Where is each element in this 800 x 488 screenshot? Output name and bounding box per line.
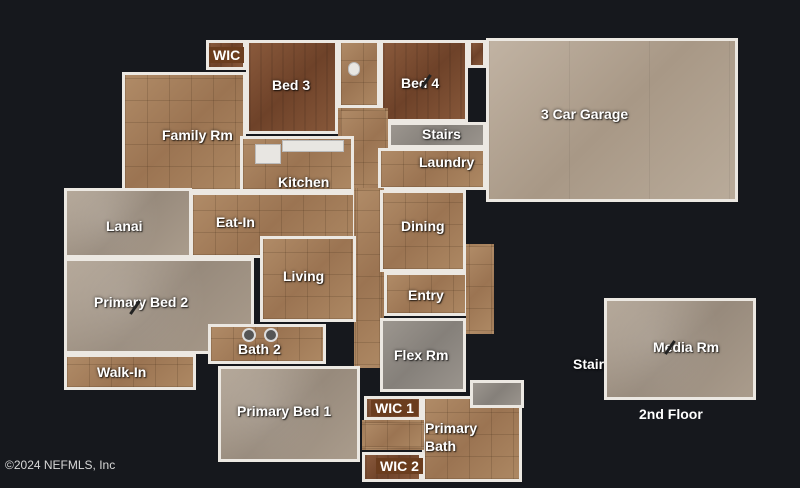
walk-in-room [64, 354, 196, 390]
wic-2-label: WIC 2 [376, 458, 423, 474]
bath-2-label: Bath 2 [238, 341, 281, 357]
second-floor-stairs-label: Stairs [573, 356, 612, 372]
wic-top-label: WIC [209, 47, 245, 63]
sink-icon [242, 328, 256, 342]
copyright-text: ©2024 NEFMLS, Inc [5, 458, 116, 472]
bed3-label: Bed 3 [272, 77, 311, 93]
bed4-label: Bed 4 [401, 75, 440, 91]
laundry-room [378, 148, 486, 190]
bed3-room [246, 40, 338, 134]
walk-in-label: Walk-In [97, 364, 147, 380]
primary-bath-label: Primary Bath [425, 420, 478, 454]
kitchen-label: Kitchen [278, 174, 330, 190]
entry-label: Entry [408, 287, 444, 303]
dining-label: Dining [401, 218, 445, 234]
bath-2-room [208, 324, 326, 364]
lanai-label: Lanai [106, 218, 143, 234]
kitchen-counter [282, 140, 344, 152]
media-rm-label: Media Rm [653, 339, 720, 355]
porch [466, 244, 494, 334]
primary-bed-2-label: Primary Bed 2 [94, 294, 189, 310]
sink-icon [264, 328, 278, 342]
laundry-label: Laundry [419, 154, 475, 170]
garage-room [486, 38, 738, 202]
toilet-icon [348, 62, 360, 76]
primary-bed-1-label: Primary Bed 1 [237, 403, 332, 419]
second-floor-label: 2nd Floor [639, 406, 703, 422]
flex-rm-room [380, 318, 466, 392]
stairs-label: Stairs [422, 126, 461, 142]
living-label: Living [283, 268, 325, 284]
primary-bed-1-room [218, 366, 360, 462]
living-room [260, 236, 356, 322]
dining-room [380, 190, 466, 272]
family-rm-label: Family Rm [162, 127, 233, 143]
stairs-room [388, 122, 486, 148]
shower-room [470, 380, 524, 408]
flex-rm-label: Flex Rm [394, 347, 449, 363]
primary-bath-hall [362, 420, 424, 450]
entry-room [384, 272, 468, 316]
bed4-closet-room [468, 40, 486, 68]
primary-bath-room [422, 396, 522, 482]
media-rm-room [604, 298, 756, 400]
eat-in-label: Eat-In [216, 214, 255, 230]
garage-label: 3 Car Garage [541, 106, 629, 122]
central-corridor [354, 188, 384, 368]
wic-1-label: WIC 1 [371, 400, 418, 416]
hall-bath-room [338, 40, 380, 108]
kitchen-island [255, 144, 281, 164]
